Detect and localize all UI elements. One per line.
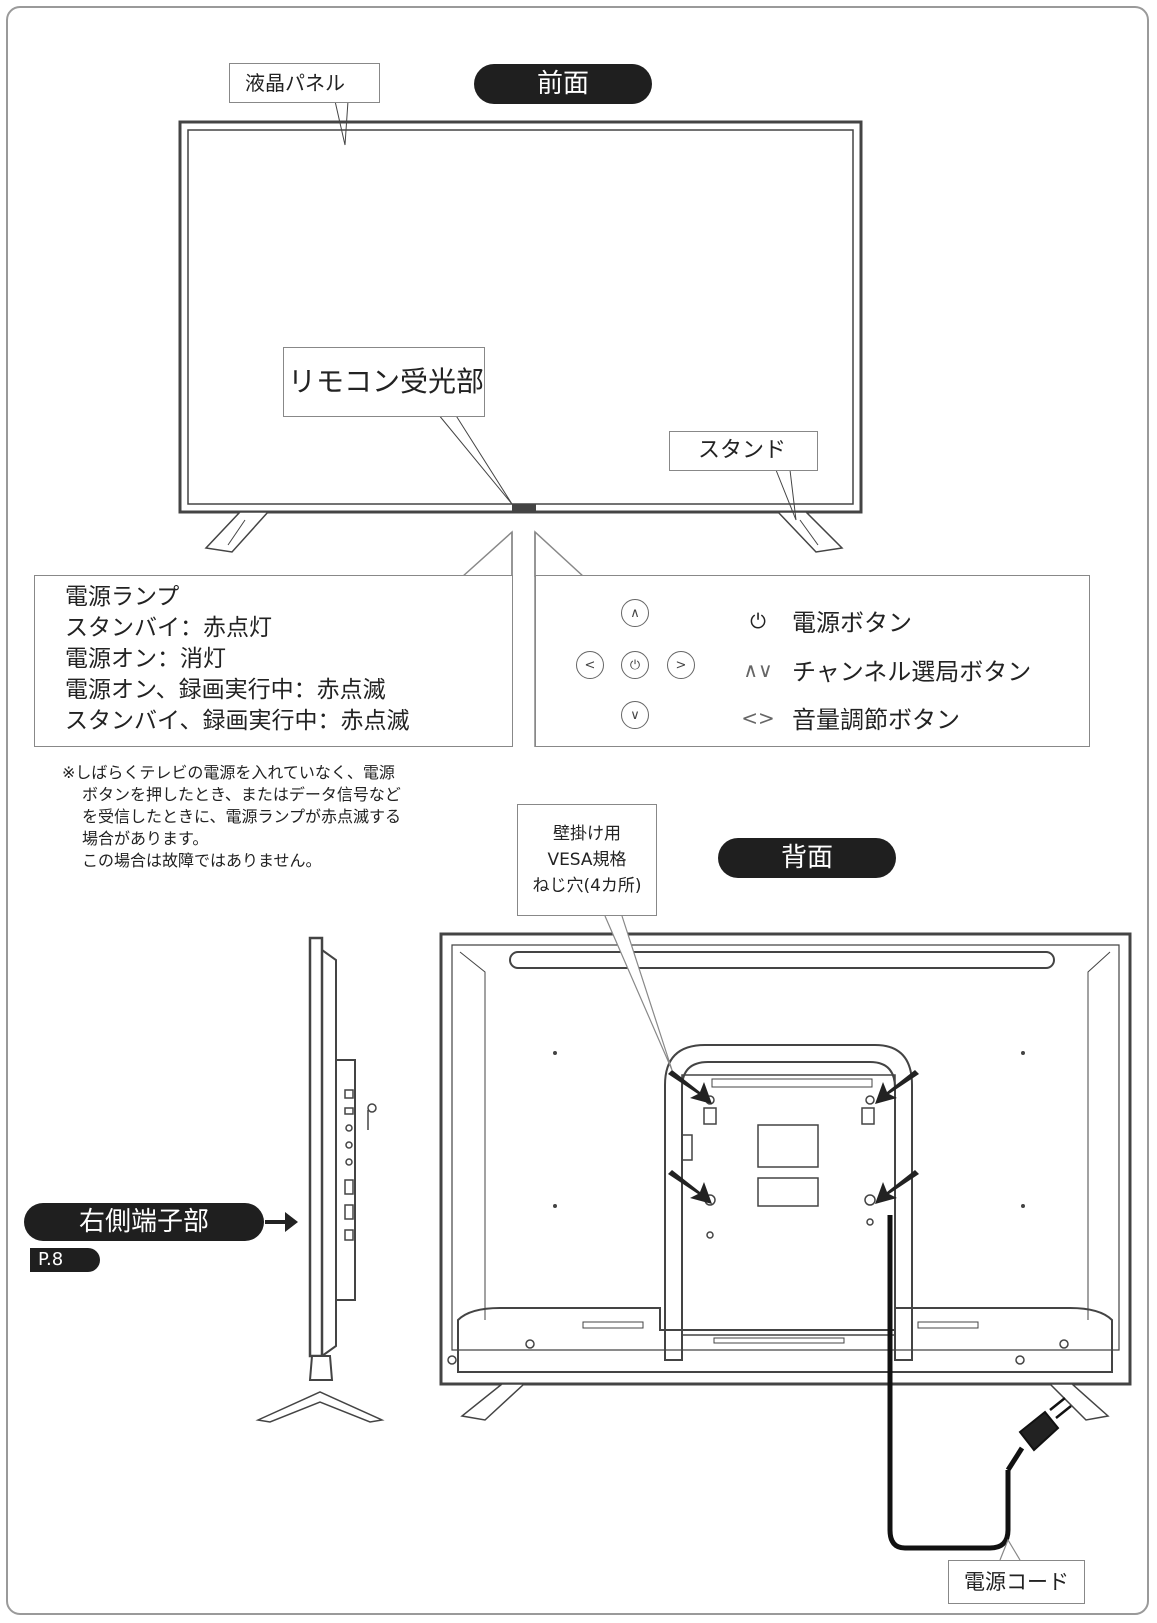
- lamp-state-recording-on: 電源オン、録画実行中：赤点滅: [65, 677, 386, 703]
- control-row-power: ⏻ 電源ボタン: [736, 603, 912, 638]
- channel-up-button[interactable]: ∧: [621, 599, 649, 627]
- back-section-title: 背面: [718, 838, 896, 878]
- note-line-5: この場合は故障ではありません。: [82, 851, 322, 870]
- vesa-mount-label: 壁掛け用 VESA規格 ねじ穴(4カ所): [517, 804, 657, 916]
- power-lamp-note: ※しばらくテレビの電源を入れていなく、電源 ボタンを押したとき、またはデータ信号…: [62, 762, 401, 872]
- side-tv-illustration: [255, 936, 385, 1423]
- lamp-state-recording-standby: スタンバイ、録画実行中：赤点滅: [65, 708, 410, 734]
- volume-down-button[interactable]: <: [576, 651, 604, 679]
- control-label-volume: 音量調節ボタン: [792, 706, 960, 734]
- control-row-volume: <> 音量調節ボタン: [736, 700, 960, 735]
- power-lamp-box: 電源ランプ スタンバイ：赤点灯 電源オン：消灯 電源オン、録画実行中：赤点滅 ス…: [34, 575, 513, 747]
- vesa-label-line-2: VESA規格: [547, 850, 627, 870]
- lamp-state-standby: スタンバイ：赤点灯: [65, 615, 272, 641]
- page-reference-badge[interactable]: P.8: [30, 1248, 100, 1272]
- side-arrow: [265, 1212, 298, 1232]
- note-line-1: ※しばらくテレビの電源を入れていなく、電源: [62, 763, 395, 782]
- front-tv-illustration: [178, 100, 863, 553]
- volume-up-button[interactable]: >: [667, 651, 695, 679]
- callout-wedges: [461, 530, 585, 747]
- power-button[interactable]: ⏻: [621, 651, 649, 679]
- back-tv-illustration: [439, 932, 1132, 1421]
- stand-label: スタンド: [669, 431, 818, 471]
- remote-sensor-label: リモコン受光部: [283, 347, 485, 417]
- vesa-label-line-3: ねじ穴(4カ所): [532, 876, 642, 896]
- panel-label: 液晶パネル: [229, 63, 380, 103]
- front-section-title: 前面: [474, 64, 652, 104]
- note-line-2: ボタンを押したとき、またはデータ信号など: [82, 785, 401, 804]
- power-icon: ⏻: [750, 608, 766, 633]
- control-label-channel: チャンネル選局ボタン: [792, 658, 1032, 686]
- vesa-label-line-1: 壁掛け用: [553, 824, 621, 844]
- power-lamp-heading: 電源ランプ: [65, 584, 180, 610]
- note-line-3: を受信したときに、電源ランプが赤点滅する: [82, 807, 402, 826]
- control-label-power: 電源ボタン: [792, 609, 912, 637]
- power-cord-illustration: [887, 1215, 1072, 1551]
- vesa-arrows: [668, 1070, 919, 1204]
- power-cord-label: 電源コード: [948, 1560, 1085, 1604]
- lamp-state-power-on: 電源オン：消灯: [65, 646, 226, 672]
- page-frame: [6, 6, 1149, 1615]
- volume-icon: <>: [741, 705, 775, 730]
- channel-down-button[interactable]: ∨: [621, 701, 649, 729]
- control-row-channel: ∧∨ チャンネル選局ボタン: [736, 652, 1031, 687]
- channel-icon: ∧∨: [743, 657, 773, 682]
- note-line-4: 場合があります。: [82, 829, 209, 848]
- side-terminal-title: 右側端子部: [24, 1203, 264, 1241]
